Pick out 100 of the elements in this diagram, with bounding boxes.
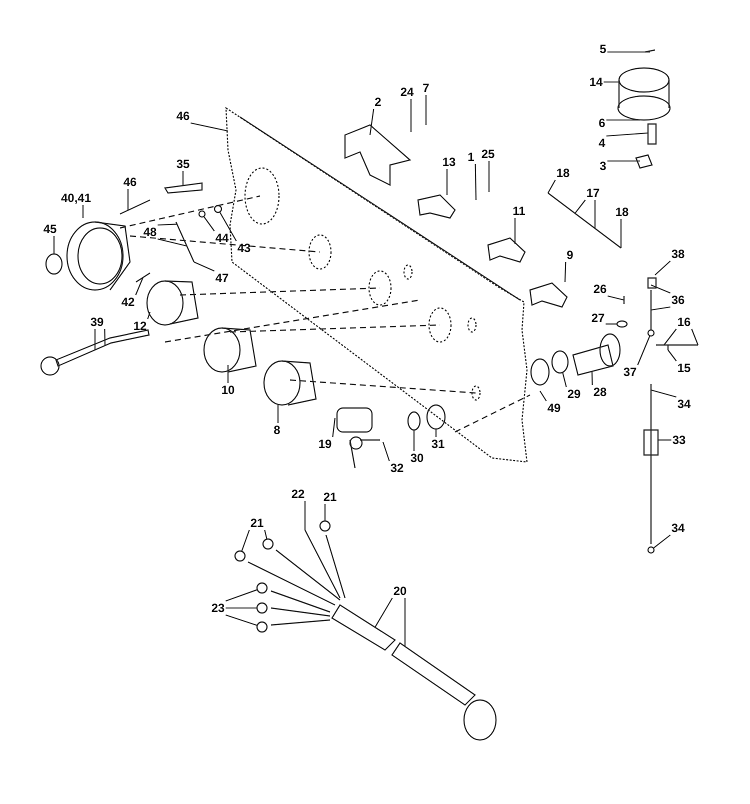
leader-line: [514, 218, 516, 244]
callout-number: 24: [400, 85, 414, 99]
washer-drawing: [616, 320, 628, 328]
callout-number: 12: [133, 319, 147, 333]
callout-number: 5: [600, 42, 606, 56]
leader-line: [226, 607, 257, 609]
lens-drawing: [45, 253, 63, 275]
callout-number: 28: [593, 385, 607, 399]
leader-line: [658, 439, 672, 441]
callout-number: 13: [442, 155, 456, 169]
callout-number: 36: [671, 293, 685, 307]
leader-line: [607, 51, 650, 53]
leader-line: [650, 306, 670, 311]
callout-number: 40,41: [60, 191, 92, 205]
leader-line: [574, 200, 586, 214]
leader-line: [488, 161, 490, 192]
leader-line: [637, 336, 650, 366]
ring-terminal-drawing: [647, 546, 655, 554]
leader-line: [564, 262, 566, 282]
screw-drawing: [136, 272, 150, 282]
leader-line: [591, 371, 593, 386]
callout-number: 48: [143, 225, 157, 239]
leader-line: [147, 312, 151, 320]
leader-line: [608, 295, 624, 301]
leader-line: [82, 205, 84, 218]
leader-line: [650, 284, 671, 294]
callout-number: 3: [600, 159, 606, 173]
callout-number: 8: [274, 423, 280, 437]
washer-drawing: [198, 210, 206, 218]
leader-line: [435, 429, 437, 437]
washer-drawing: [407, 411, 421, 431]
callout-number: 47: [215, 271, 229, 285]
leader-line: [446, 169, 448, 195]
callout-number: 39: [90, 315, 104, 329]
leader-line: [194, 262, 215, 272]
ring-terminal-drawing: [319, 520, 331, 532]
leader-line: [158, 224, 178, 226]
callout-number: 19: [318, 437, 332, 451]
washer-drawing: [214, 204, 222, 214]
leader-line: [691, 328, 699, 346]
leader-line: [606, 132, 648, 137]
wiring-harness-drawing: [247, 529, 497, 741]
leader-line: [604, 81, 620, 83]
callout-number: 18: [556, 166, 570, 180]
callout-number: 1: [468, 150, 474, 164]
callout-number: 16: [677, 315, 691, 329]
callout-number: 6: [598, 116, 606, 130]
leader-line: [410, 99, 412, 132]
leader-line: [94, 329, 96, 350]
callout-number: 46: [123, 175, 137, 189]
callout-number: 22: [291, 487, 305, 501]
leader-line: [369, 108, 374, 136]
callout-number: 20: [393, 584, 407, 598]
callout-number: 30: [410, 451, 424, 465]
leader-line: [653, 534, 671, 549]
leader-line: [606, 323, 617, 325]
callout-number: 38: [671, 247, 685, 261]
callout-number: 21: [250, 516, 264, 530]
leader-line: [413, 430, 415, 451]
leader-line: [562, 372, 567, 388]
callout-number: 42: [121, 295, 135, 309]
leader-line: [53, 236, 55, 254]
leader-line: [548, 180, 556, 194]
nut-drawing: [551, 350, 569, 374]
leader-line: [620, 219, 622, 248]
leader-line: [277, 405, 279, 423]
callout-number: 34: [671, 521, 685, 535]
callout-number: 27: [591, 311, 605, 325]
callout-number: 34: [677, 397, 691, 411]
leader-line: [474, 164, 477, 200]
washer-drawing: [426, 404, 446, 430]
callout-number: 11: [512, 204, 526, 218]
leader-line: [650, 389, 676, 398]
leader-line: [203, 216, 215, 232]
switch-drawing: [572, 333, 621, 376]
ring-terminal-drawing: [647, 329, 655, 337]
callout-number: 9: [566, 248, 574, 262]
callout-number: 31: [431, 437, 445, 451]
leader-line: [219, 212, 237, 242]
callout-number: 10: [221, 383, 235, 397]
callout-number: 14: [589, 75, 603, 89]
leader-line: [190, 122, 228, 132]
callout-number: 2: [374, 95, 382, 109]
leader-line: [668, 350, 677, 362]
callout-number: 49: [547, 401, 561, 415]
callout-number: 45: [43, 222, 57, 236]
leader-line: [227, 365, 229, 383]
leader-line: [540, 390, 547, 402]
leader-line: [607, 160, 640, 162]
callout-number: 29: [567, 387, 581, 401]
leader-line: [654, 260, 671, 276]
callout-number: 26: [593, 282, 607, 296]
leader-line: [127, 189, 129, 210]
leader-line: [104, 329, 106, 346]
callout-number: 17: [586, 186, 600, 200]
leader-line: [374, 598, 393, 628]
leader-line: [324, 504, 326, 521]
ring-terminal-drawing: [234, 550, 246, 562]
leader-line: [304, 501, 306, 530]
leader-line: [158, 238, 187, 247]
